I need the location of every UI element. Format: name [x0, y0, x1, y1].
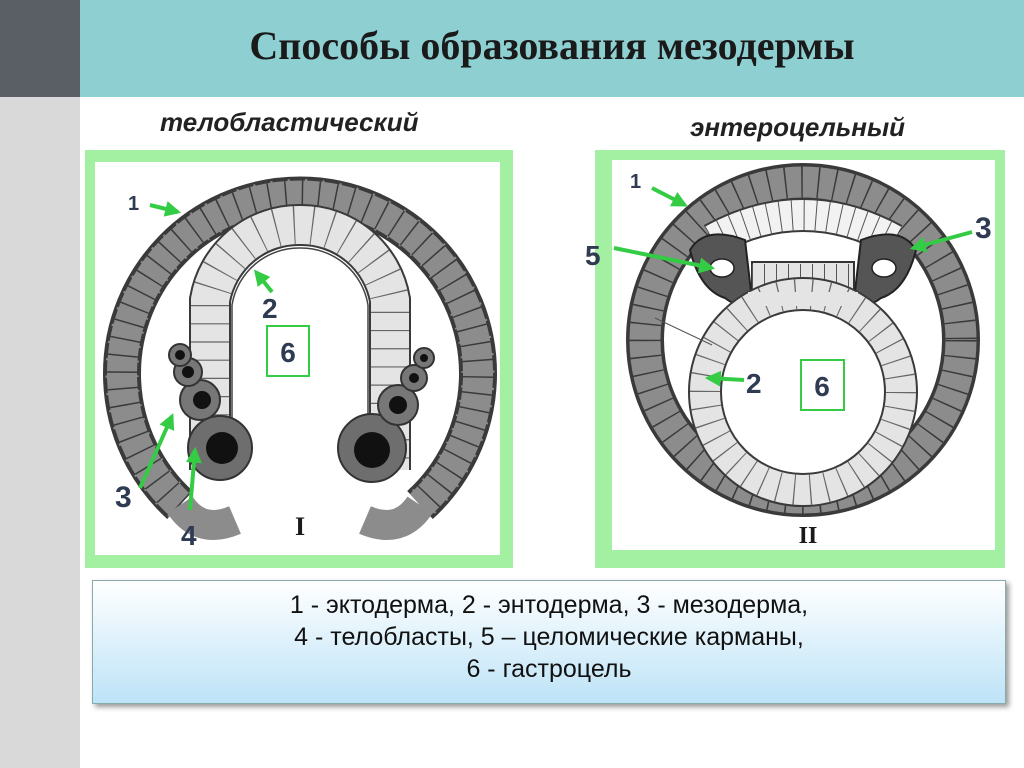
subtitle-teloblastic: телобластический [160, 107, 419, 137]
left-label-6: 6 [280, 337, 296, 368]
right-label-2: 2 [746, 368, 762, 399]
right-embryo: 6 1 2 3 5 II [585, 163, 992, 549]
legend-line-1: 1 - эктодерма, 2 - энтодерма, 3 - мезоде… [289, 591, 809, 619]
right-coelomic-pouches [688, 233, 918, 306]
left-gastrocoel-box [266, 325, 310, 377]
slide-title: Способы образования мезодермы [249, 23, 855, 68]
left-roman-label: I [295, 512, 305, 541]
right-label-1: 1 [630, 171, 641, 193]
right-label-5: 5 [585, 240, 601, 271]
sidebar-accent-light [0, 97, 80, 768]
title-band [80, 0, 1024, 97]
right-label-3: 3 [975, 212, 992, 245]
subtitle-enterocoelic: энтероцельный [690, 112, 906, 142]
left-label-3: 3 [115, 481, 132, 514]
left-label-2: 2 [262, 293, 278, 324]
legend-line-3: 6 - гастроцель [466, 655, 632, 683]
sidebar-accent-dark [0, 0, 80, 97]
legend-line-2: 4 - телобласты, 5 – целомические карманы… [294, 623, 804, 651]
left-label-1: 1 [128, 193, 139, 215]
right-roman-label: II [799, 523, 818, 549]
right-side-teloblasts [337, 347, 435, 483]
left-embryo: 6 1 2 3 4 I [103, 176, 497, 551]
legend-box: 1 - эктодерма, 2 - энтодерма, 3 - мезоде… [92, 580, 1006, 704]
left-label-4: 4 [181, 520, 197, 551]
right-gastrocoel-box [800, 359, 845, 411]
right-label-6: 6 [814, 371, 830, 402]
